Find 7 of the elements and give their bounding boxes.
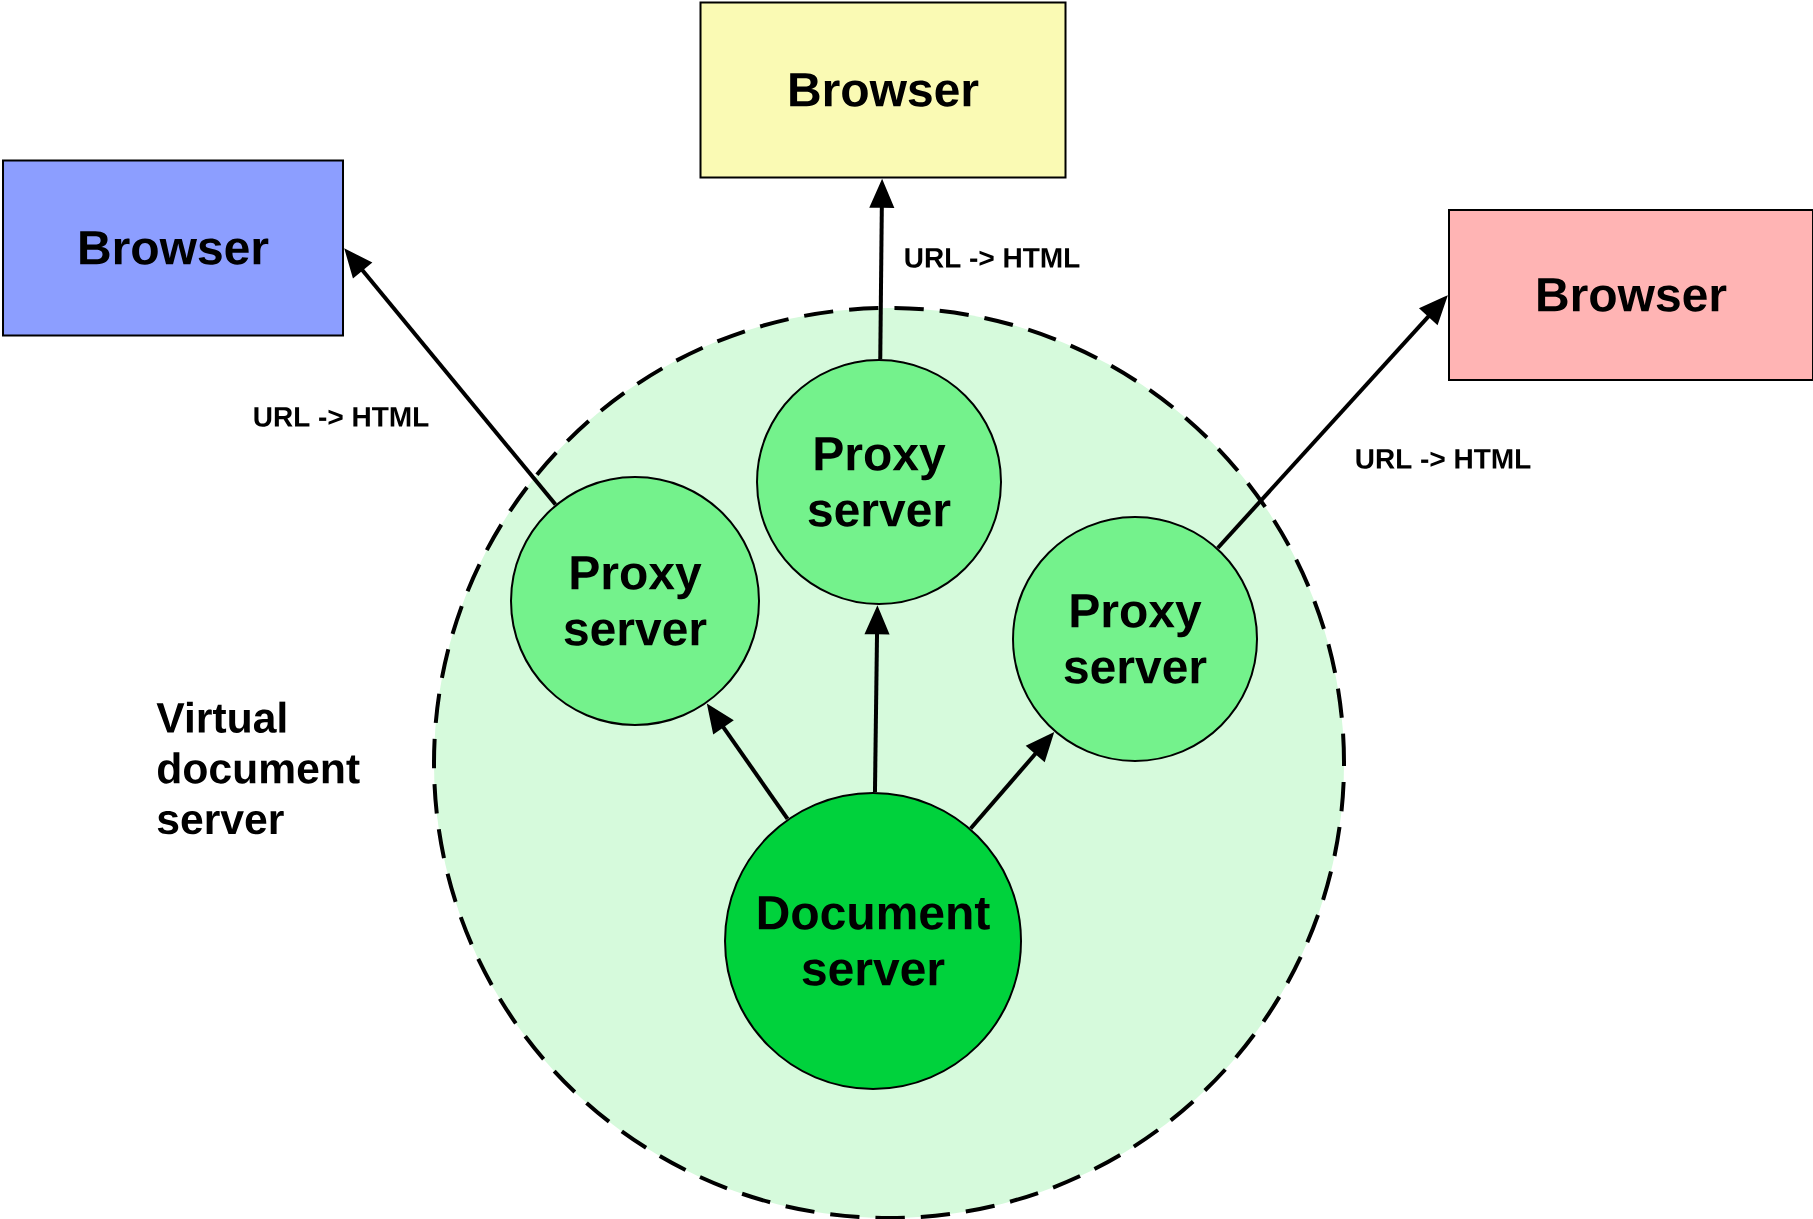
edge-label: URL -> HTML xyxy=(1352,446,1534,472)
browser-box: Browser xyxy=(699,1,1067,179)
browser-box: Browser xyxy=(2,159,344,337)
browser-box: Browser xyxy=(1448,209,1813,381)
edge-label: URL -> HTML xyxy=(250,404,432,430)
edge-label: URL -> HTML xyxy=(901,245,1083,271)
group-label: Virtual document server xyxy=(156,701,360,835)
